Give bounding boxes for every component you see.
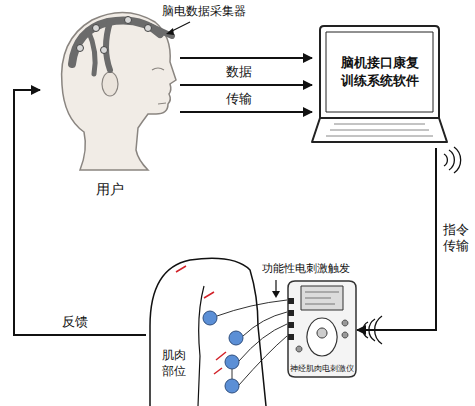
eeg-electrode — [101, 47, 108, 54]
wave-arc — [444, 154, 447, 166]
arm-contour — [150, 258, 266, 406]
wireless-symbol — [444, 147, 461, 173]
electrode-pad — [229, 331, 243, 345]
laptop-software: 脑机接口康复训练系统软件 — [312, 24, 447, 148]
wave-arc — [449, 150, 454, 170]
electrode-pad — [203, 311, 217, 325]
keyboard-rows — [326, 124, 433, 136]
edge-label: 指令传输 — [443, 222, 471, 253]
node-caption: 用户 — [40, 181, 180, 199]
device-display — [301, 286, 343, 310]
callout-leader — [166, 22, 190, 35]
device-dial — [307, 318, 337, 356]
trigger-line — [275, 280, 276, 292]
edge-label: 反馈 — [62, 314, 88, 330]
screen-text: 脑机接口康复训练系统软件 — [337, 54, 423, 89]
arrow-caption: 传输 — [226, 91, 252, 107]
muscle-label: 肌肉部位 — [162, 348, 188, 379]
device-shape — [287, 280, 357, 378]
laptop-screen — [326, 32, 433, 112]
arrow-caption: 数据 — [226, 64, 252, 80]
head-outline — [62, 12, 176, 170]
connector-arrow — [357, 148, 436, 330]
connector-arrow — [180, 111, 312, 113]
eeg-electrode — [145, 25, 152, 32]
electrode-pad — [225, 379, 239, 393]
trigger-head — [272, 291, 280, 298]
eeg-electrode — [125, 17, 132, 24]
eeg-electrode — [77, 45, 84, 52]
connector-arrow — [180, 57, 312, 59]
user-figure: 用户 — [40, 5, 180, 200]
eeg-electrode — [93, 25, 100, 32]
device-label: 神经肌肉电刺激仪 — [287, 364, 357, 374]
headset-arm — [150, 26, 172, 36]
wave-arc — [454, 147, 461, 173]
eye — [152, 68, 164, 70]
trigger-arrow — [272, 280, 280, 298]
stimulation-callout: 功能性电刺激触发 — [262, 262, 350, 275]
mouth — [158, 103, 166, 104]
wire — [243, 312, 287, 336]
device-body — [288, 281, 356, 377]
headset-strap — [106, 22, 110, 70]
device-buttons — [296, 320, 348, 352]
wire — [232, 369, 233, 379]
component-callout: 脑电数据采集器 — [162, 4, 246, 18]
ear — [102, 72, 118, 96]
connector-arrow — [180, 84, 312, 86]
electrodes — [203, 311, 243, 393]
headset-band — [72, 21, 160, 65]
laptop-lid — [320, 26, 439, 118]
connector-arrow — [14, 90, 146, 335]
head-figure — [62, 12, 176, 170]
headset-strap — [88, 30, 95, 74]
stimulator-device: 神经肌肉电刺激仪 — [287, 280, 357, 378]
electrode-wires — [217, 300, 287, 385]
device-jacks — [288, 298, 294, 340]
wire — [217, 300, 287, 316]
display-lines — [305, 292, 339, 304]
laptop-base — [312, 118, 447, 142]
dial-knob — [317, 328, 327, 338]
arm-shape — [146, 256, 270, 406]
eeg-headset — [72, 17, 172, 75]
arm-inner-line — [198, 286, 204, 406]
arm-outline: 肌肉部位 — [146, 256, 270, 406]
electrode-pad — [225, 355, 239, 369]
leader-head — [166, 28, 174, 35]
